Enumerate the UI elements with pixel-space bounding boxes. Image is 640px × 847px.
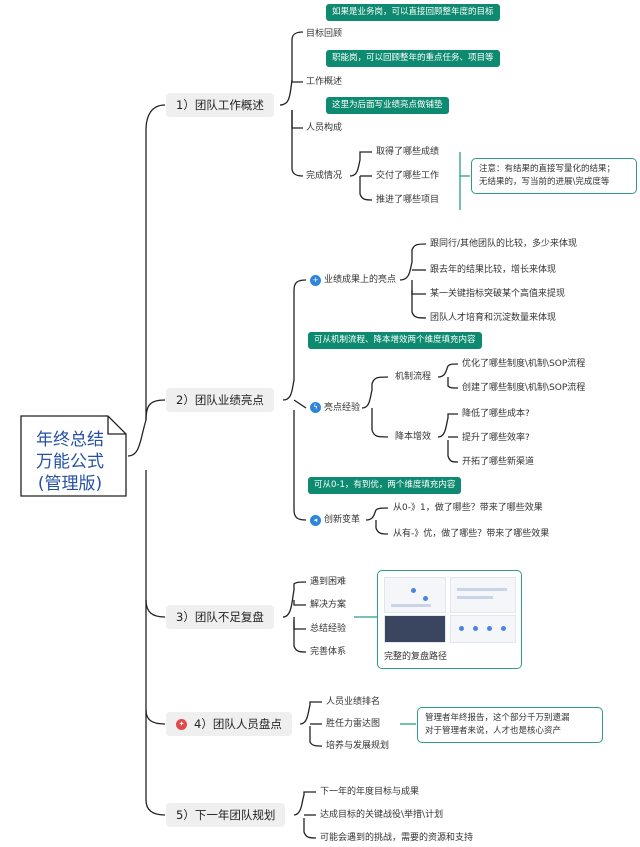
root-title-line2: 万能公式	[36, 452, 104, 472]
thumb-dot	[501, 626, 506, 631]
new-channels: 开拓了哪些新渠道	[462, 457, 535, 467]
thumb-bar	[457, 588, 507, 591]
people-development-plan: 培养与发展规划	[326, 741, 390, 751]
root-node: 年终总结 万能公式 (管理版)	[20, 415, 128, 497]
branch-team-people-label: 4）团队人员盘点	[194, 717, 282, 731]
thumb-bar	[457, 596, 493, 599]
branch-team-overview[interactable]: 1）团队工作概述	[166, 93, 274, 117]
item-work-overview: 工作概述	[306, 77, 343, 87]
innov-zero-to-one: 从0-》1，做了哪些？带来了哪些效果	[393, 503, 543, 513]
review-path-caption: 完整的复盘路径	[384, 652, 448, 662]
share-icon: ◂	[310, 515, 321, 526]
note-completion-line2: 无结果的，写当前的进展\完成度等	[479, 177, 610, 187]
callout-business-role: 如果是业务岗，可以直接回顾整年度的目标	[326, 4, 500, 21]
item-goal-review: 目标回顾	[306, 29, 343, 39]
thumb-dot	[487, 626, 492, 631]
branch-next-year-plan[interactable]: 5）下一年团队规划	[166, 803, 286, 827]
callout-experience-text: 可从机制流程、降本增效两个维度填充内容	[314, 335, 476, 345]
plan-key-initiatives: 达成目标的关键战役\举措\计划	[320, 810, 444, 820]
completion-projects: 推进了哪些项目	[376, 195, 440, 205]
people-competency-radar: 胜任力雷达图	[326, 719, 381, 729]
callout-innovation-dimensions: 可从0-1，有到优，两个维度填充内容	[308, 477, 462, 494]
item-highlight-experience: 亮点经验	[324, 403, 361, 413]
review-path-image: 完整的复盘路径	[377, 570, 522, 669]
thumb-panel-4	[450, 615, 516, 643]
review-system: 完善体系	[310, 647, 347, 657]
thumb-panel-1	[384, 577, 446, 613]
thumb-bar	[391, 604, 431, 607]
callout-function-role: 职能岗，可以回顾整年的重点任务、项目等	[326, 50, 500, 67]
review-lessons: 总结经验	[310, 624, 347, 634]
bolt-icon: ϟ	[310, 402, 321, 413]
item-staff-composition: 人员构成	[306, 123, 343, 133]
people-performance-ranking: 人员业绩排名	[326, 697, 381, 707]
document-shape-icon	[20, 415, 127, 497]
thumb-dot	[473, 626, 478, 631]
branch-team-highlights[interactable]: 2）团队业绩亮点	[166, 388, 274, 412]
item-mechanism-process: 机制流程	[395, 372, 432, 382]
perf-year-compare: 跟去年的结果比较，增长来体现	[430, 265, 557, 275]
note-people-line2: 对于管理者来说，人才也是核心资产	[425, 726, 562, 736]
perf-peer-compare: 跟同行/其他团队的比较，多少来体现	[430, 239, 578, 249]
cost-reduced: 降低了哪些成本?	[462, 409, 530, 419]
callout-highlight-prep: 这里为后面写业绩亮点做铺垫	[326, 97, 449, 114]
perf-talent-growth: 团队人才培育和沉淀数量来体现	[430, 313, 557, 323]
root-title-line1: 年终总结	[36, 430, 104, 450]
mech-created: 创建了哪些制度\机制\SOP流程	[462, 383, 586, 393]
perf-key-metric: 某一关键指标突破某个高值来提现	[430, 289, 566, 299]
plan-challenges-resources: 可能会遇到的挑战，需要的资源和支持	[320, 833, 474, 843]
thumb-panel-3	[384, 615, 446, 643]
thumb-dot	[411, 588, 416, 593]
thumb-dot	[423, 596, 428, 601]
note-completion-line1: 注意：有结果的直接写量化的结果；	[479, 164, 616, 174]
note-people: 管理者年终报告，这个部分千万别遗漏 对于管理者来说，人才也是核心资产	[417, 707, 603, 743]
branch-team-review[interactable]: 3）团队不足复盘	[166, 605, 274, 629]
root-title-line3: (管理版)	[37, 474, 103, 494]
thumb-panel-2	[450, 577, 516, 613]
efficiency-improved: 提升了哪些效率?	[462, 433, 530, 443]
review-difficulties: 遇到困难	[310, 577, 347, 587]
review-solutions: 解决方案	[310, 600, 347, 610]
innov-good-to-great: 从有-》优，做了哪些？带来了哪些效果	[393, 529, 550, 539]
pin-icon: ✦	[176, 719, 187, 730]
root-title: 年终总结 万能公式 (管理版)	[20, 429, 120, 495]
plan-annual-goals: 下一年的年度目标与成果	[320, 787, 420, 797]
branch-team-people[interactable]: ✦ 4）团队人员盘点	[166, 712, 292, 736]
plus-icon: +	[310, 275, 321, 286]
note-completion: 注意：有结果的直接写量化的结果； 无结果的，写当前的进展\完成度等	[471, 158, 637, 194]
mech-optimized: 优化了哪些制度\机制\SOP流程	[462, 359, 586, 369]
callout-experience-dimensions: 可从机制流程、降本增效两个维度填充内容	[308, 332, 482, 349]
item-innovation-change: 创新变革	[324, 515, 361, 525]
completion-achievements: 取得了哪些成绩	[376, 147, 440, 157]
thumb-dot	[459, 626, 464, 631]
item-completion: 完成情况	[306, 171, 343, 181]
note-people-line1: 管理者年终报告，这个部分千万别遗漏	[425, 713, 570, 723]
completion-deliverables: 交付了哪些工作	[376, 171, 440, 181]
item-performance-highlights: 业绩成果上的亮点	[324, 275, 397, 285]
item-cost-efficiency: 降本增效	[395, 432, 432, 442]
